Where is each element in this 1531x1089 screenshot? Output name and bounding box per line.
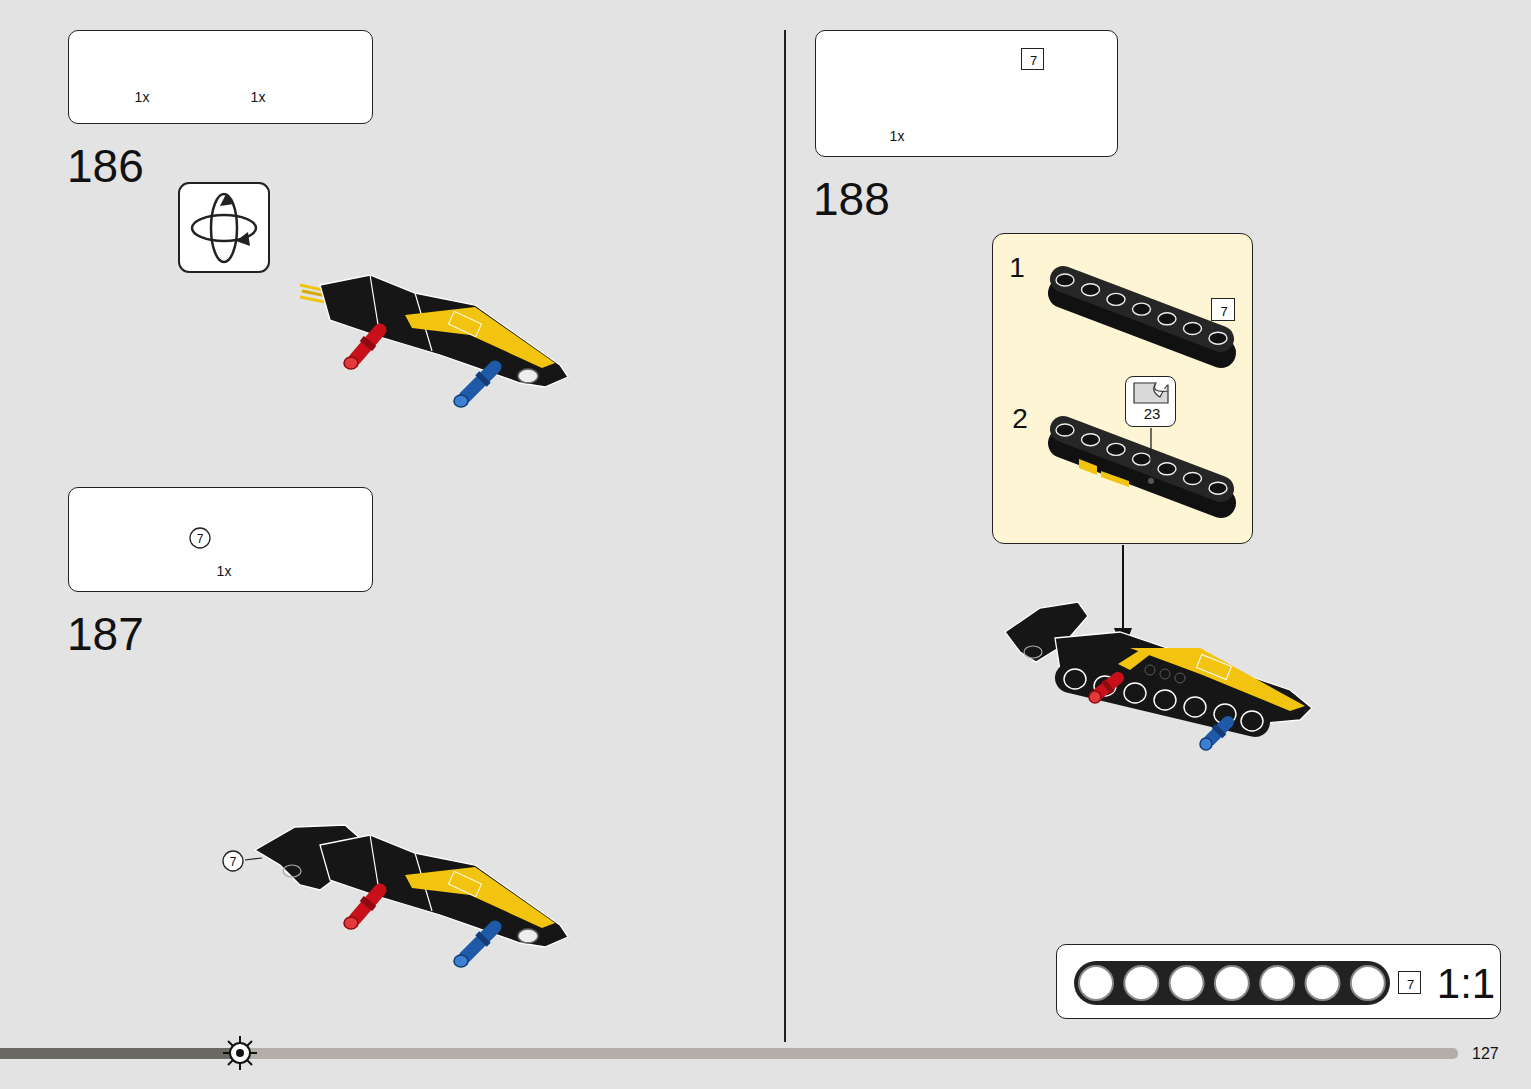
part-count: 7 — [1220, 305, 1227, 318]
part-count: 1x — [135, 90, 150, 104]
text-slot: 23 — [1144, 405, 1161, 423]
part-count: 7 — [1407, 978, 1414, 991]
text-slot: 1x — [251, 88, 266, 106]
step-number: 1 — [1009, 254, 1025, 282]
text-slot: 7 — [1407, 975, 1414, 993]
sticker-box: 23 — [1125, 376, 1176, 427]
parts-list-box: 1x 7 — [815, 30, 1118, 157]
part-count: 1x — [217, 564, 232, 578]
text-slot: 1:1 — [1437, 963, 1495, 1005]
text-slot: 1x — [135, 88, 150, 106]
text-slot: 7 — [1220, 302, 1227, 320]
length-box: 7 — [1211, 298, 1235, 321]
text-slot: 7 — [1030, 51, 1037, 69]
text-slot: 1x — [890, 127, 905, 145]
step-number: 1:1 — [1437, 963, 1495, 1005]
text-slot: 1 — [1009, 254, 1025, 282]
step-number: 187 — [67, 611, 144, 657]
callout-circle: 7 — [189, 527, 211, 549]
step-number: 2 — [1012, 405, 1028, 433]
beam-illustration — [993, 234, 1252, 543]
page-number: 127 — [1472, 1046, 1499, 1062]
part-count: 7 — [1030, 54, 1037, 67]
text-slot: 1x — [217, 562, 232, 580]
text-slot: 7 — [197, 529, 204, 547]
sub-assembly-callout: 1 2 7 23 — [992, 233, 1253, 544]
step-number: 186 — [67, 143, 144, 189]
callout-number: 7 — [230, 856, 237, 868]
callout-number: 7 — [197, 533, 204, 545]
length-box: 7 — [1021, 48, 1044, 70]
ruler-box: 1:1 7 — [1056, 944, 1501, 1019]
callout-circle: 7 — [222, 850, 244, 872]
parts-list-box: 1x 7 — [68, 487, 373, 592]
part-count: 1x — [251, 90, 266, 104]
part-count: 1x — [890, 129, 905, 143]
length-box: 7 — [1398, 971, 1421, 994]
parts-list-box: 1x 1x — [68, 30, 373, 124]
text-slot: 7 — [230, 852, 237, 870]
ruler-beam — [1057, 945, 1500, 1018]
step-number: 188 — [813, 176, 890, 222]
text-slot: 2 — [1012, 405, 1028, 433]
part-count: 23 — [1144, 406, 1161, 421]
